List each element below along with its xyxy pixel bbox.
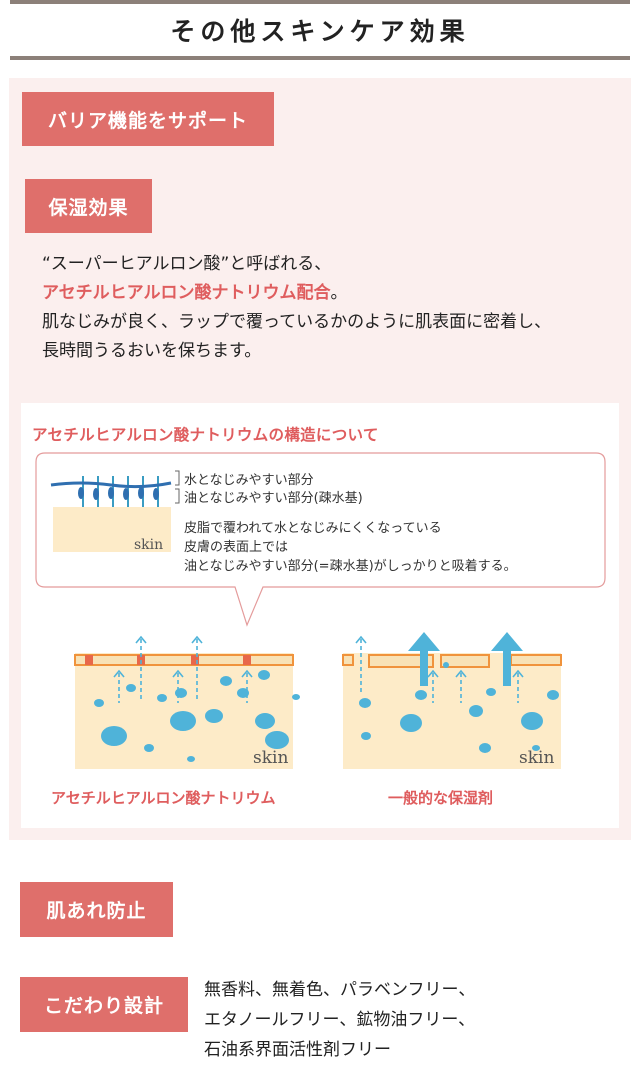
legend-water-text: 水となじみやすい部分 [184, 473, 314, 488]
moisture-effect-tag: 保湿効果 [25, 179, 152, 233]
ingredient-highlight: アセチルヒアルロン酸ナトリウム配合 [42, 283, 331, 303]
structure-figure: アセチルヒアルロン酸ナトリウムの構造について [21, 403, 619, 828]
evaporation-arrows [408, 632, 523, 686]
design-line-1: 無香料、無着色、パラベンフリー、 [204, 980, 476, 1000]
legend-oil-text: 油となじみやすい部分(疎水基) [184, 491, 363, 506]
general-skin-diagram: skin [342, 632, 562, 769]
skin-block-icon [53, 507, 171, 552]
caption-acetyl: アセチルヒアルロン酸ナトリウム [51, 789, 276, 807]
design-line-2: エタノールフリー、鉱物油フリー、 [204, 1010, 476, 1030]
speech-bubble [35, 452, 606, 627]
design-tag: こだわり設計 [20, 977, 188, 1032]
moisture-description: “スーパーヒアルロン酸”と呼ばれる、 アセチルヒアルロン酸ナトリウム配合。 肌な… [42, 250, 627, 366]
barrier-support-tag: バリア機能をサポート [22, 92, 274, 146]
caption-general: 一般的な保湿剤 [388, 789, 494, 807]
molecule-icon: skin [50, 476, 172, 553]
moisture-line-2: アセチルヒアルロン酸ナトリウム配合。 [42, 279, 627, 308]
moisture-line-4: 長時間うるおいを保ちます。 [42, 341, 262, 361]
description-line-1: 皮脂で覆われて水となじみにくくなっている [184, 521, 442, 536]
skin-label-right: skin [519, 748, 554, 768]
skin-label-small: skin [134, 537, 163, 553]
description-line-3: 油となじみやすい部分(=疎水基)がしっかりと吸着する。 [184, 559, 517, 574]
page-title: その他スキンケア効果 [10, 0, 630, 60]
design-line-3: 石油系界面活性剤フリー [204, 1040, 391, 1060]
description-line-2: 皮膚の表面上では [184, 540, 289, 555]
rough-skin-tag: 肌あれ防止 [20, 882, 173, 937]
design-description: 無香料、無着色、パラベンフリー、 エタノールフリー、鉱物油フリー、 石油系界面活… [204, 975, 475, 1065]
moisture-line-1: “スーパーヒアルロン酸”と呼ばれる、 [42, 254, 332, 274]
figure-graphics: skin [35, 452, 606, 769]
figure-title: アセチルヒアルロン酸ナトリウムの構造について [32, 426, 379, 444]
acetyl-skin-diagram: skin [74, 635, 300, 769]
moisture-line-3: 肌なじみが良く、ラップで覆っているかのように肌表面に密着し、 [42, 312, 552, 332]
moisture-line-2-suffix: 。 [330, 283, 348, 303]
skin-label-left: skin [253, 748, 288, 768]
